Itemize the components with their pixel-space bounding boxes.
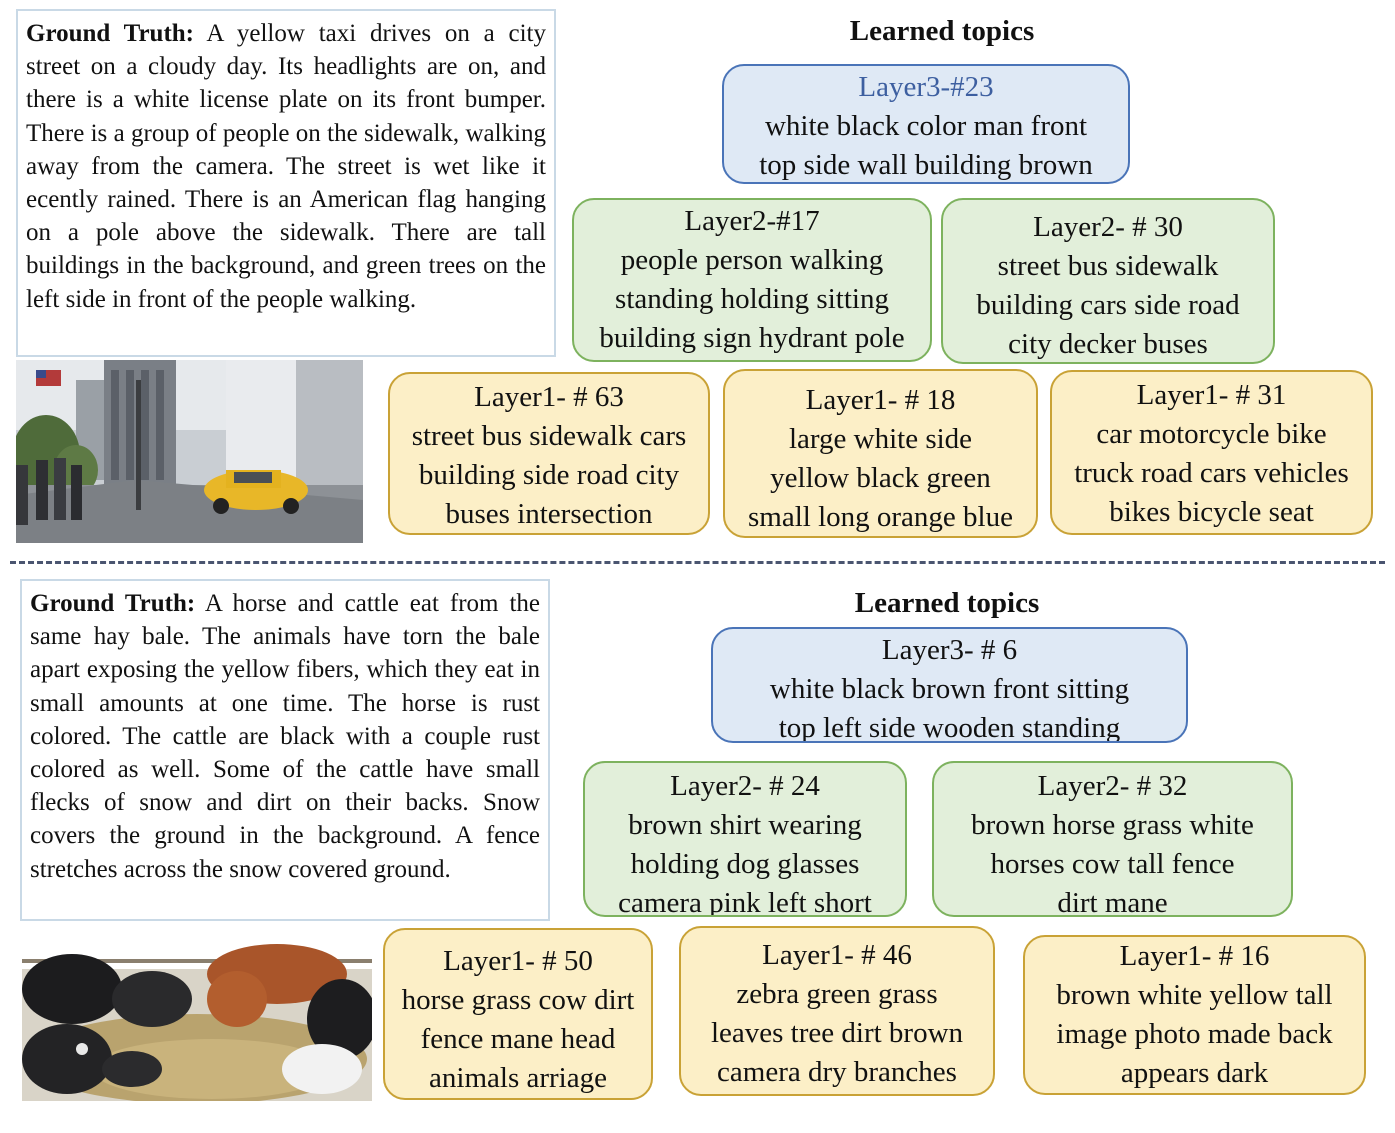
street-taxi-photo [16,360,363,543]
topic-title: Layer3- # 6 [881,634,1018,666]
topic-layer2-32: Layer2- # 32 brown horse grass white hor… [932,761,1293,917]
learned-topics-heading-1: Learned topics [849,15,1035,47]
topic-title: Layer2- # 30 [1033,211,1183,243]
topic-title: Layer3-#23 [858,71,994,103]
topic-title: Layer1- # 63 [474,381,624,413]
topic-words: appears dark [1120,1057,1269,1089]
topic-words: street bus sidewalk [997,250,1219,282]
topic-words: camera pink left short [618,887,872,917]
topic-words: fence mane head [420,1023,616,1055]
topic-words: white black color man front [764,110,1088,142]
topic-layer2-24: Layer2- # 24 brown shirt wearing holding… [583,761,907,917]
topic-title: Layer2-#17 [684,205,820,237]
topic-layer1-31: Layer1- # 31 car motorcycle bike truck r… [1050,370,1373,535]
topic-words: horses cow tall fence [990,848,1235,880]
topic-title: Layer1- # 31 [1136,379,1287,411]
topic-words: white black brown front sitting [769,673,1130,705]
topic-words: image photo made back [1056,1018,1333,1050]
ground-truth-text: A yellow taxi drives on a city street on… [26,20,546,313]
topic-layer3-6: Layer3- # 6 white black brown front sitt… [711,627,1188,743]
ground-truth-text: A horse and cattle eat from the same hay… [30,590,540,883]
topic-layer1-18: Layer1- # 18 large white side yellow bla… [723,369,1038,538]
topic-words: camera dry branches [717,1056,957,1088]
topic-words: standing holding sitting [615,283,889,315]
topic-words: top left side wooden standing [778,712,1121,743]
topic-words: brown white yellow tall [1056,979,1333,1011]
learned-topics-heading-2: Learned topics [854,587,1040,619]
topic-words: building side road city [418,459,680,491]
topic-title: Layer1- # 50 [443,945,593,977]
topic-words: city decker buses [1008,328,1208,360]
topic-words: building sign hydrant pole [599,322,905,354]
topic-layer1-46: Layer1- # 46 zebra green grass leaves tr… [679,926,995,1096]
topic-words: animals arriage [429,1062,607,1094]
topic-words: brown shirt wearing [628,809,862,841]
topic-words: top side wall building brown [759,149,1093,181]
topic-title: Layer2- # 32 [1037,770,1188,802]
topic-words: horse grass cow dirt [401,984,635,1016]
topic-words: brown horse grass white [971,809,1254,841]
topic-layer1-16: Layer1- # 16 brown white yellow tall ima… [1023,935,1366,1095]
topic-layer2-30: Layer2- # 30 street bus sidewalk buildin… [941,198,1275,364]
topic-layer1-63: Layer1- # 63 street bus sidewalk cars bu… [388,372,710,535]
ground-truth-box-2: Ground Truth: A horse and cattle eat fro… [20,579,550,921]
topic-words: small long orange blue [748,501,1013,533]
topic-title: Layer1- # 46 [762,939,912,971]
horse-cattle-photo [22,929,372,1101]
panel-divider [10,561,1385,564]
topic-words: holding dog glasses [630,848,860,880]
ground-truth-label: Ground Truth: [30,590,196,617]
topic-words: truck road cars vehicles [1074,457,1349,489]
topic-words: yellow black green [770,462,991,494]
ground-truth-label: Ground Truth: [26,20,195,47]
topic-words: street bus sidewalk cars [411,420,687,452]
topic-words: large white side [788,423,973,455]
topic-words: building cars side road [976,289,1240,321]
topic-layer1-50: Layer1- # 50 horse grass cow dirt fence … [383,928,653,1100]
topic-title: Layer2- # 24 [670,770,820,802]
topic-title: Layer1- # 16 [1119,940,1270,972]
topic-words: leaves tree dirt brown [710,1017,964,1049]
topic-title: Layer1- # 18 [805,384,956,416]
topic-words: zebra green grass [736,978,938,1010]
topic-words: dirt mane [1057,887,1168,917]
topic-words: buses intersection [445,498,653,530]
topic-words: car motorcycle bike [1096,418,1327,450]
topic-words: people person walking [620,244,884,276]
topic-layer2-17: Layer2-#17 people person walking standin… [572,198,932,362]
topic-words: bikes bicycle seat [1109,496,1314,528]
topic-layer3-23: Layer3-#23 white black color man front t… [722,64,1130,184]
ground-truth-box-1: Ground Truth: A yellow taxi drives on a … [16,9,556,357]
